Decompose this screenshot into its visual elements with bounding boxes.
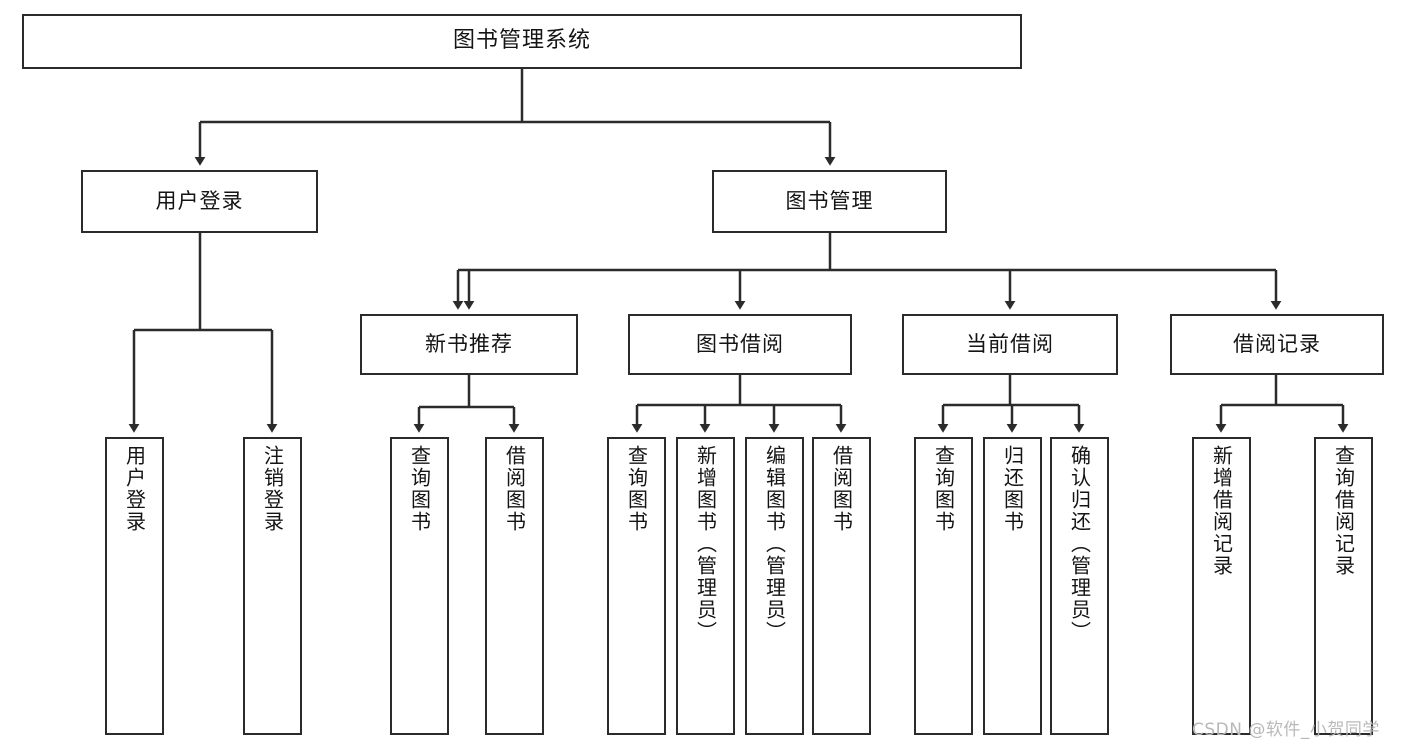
node-book-borrow[interactable]: 图书借阅 — [628, 314, 852, 375]
leaf-label: 用户登录 — [122, 445, 147, 533]
leaf-borrow-add-book-admin[interactable]: 新增图书（管理员） — [676, 437, 735, 735]
leaf-label: 编辑图书（管理员） — [762, 445, 787, 643]
leaf-label: 借阅图书 — [829, 445, 854, 533]
leaf-label: 借阅图书 — [502, 445, 527, 533]
leaf-label: 查询图书 — [407, 445, 432, 533]
node-borrow-record[interactable]: 借阅记录 — [1170, 314, 1384, 375]
leaf-recommend-borrow-book[interactable]: 借阅图书 — [485, 437, 544, 735]
leaf-user-login-login[interactable]: 用户登录 — [105, 437, 164, 735]
leaf-current-query-book[interactable]: 查询图书 — [914, 437, 973, 735]
node-book-management[interactable]: 图书管理 — [712, 170, 947, 233]
node-user-login[interactable]: 用户登录 — [81, 170, 318, 233]
csdn-watermark: CSDN @软件_小贺同学 — [1192, 720, 1380, 740]
leaf-label: 查询图书 — [624, 445, 649, 533]
leaf-borrow-borrow-book[interactable]: 借阅图书 — [812, 437, 871, 735]
leaf-label: 新增图书（管理员） — [693, 445, 718, 643]
leaf-current-confirm-return-admin[interactable]: 确认归还（管理员） — [1050, 437, 1109, 735]
leaf-borrow-edit-book-admin[interactable]: 编辑图书（管理员） — [745, 437, 804, 735]
leaf-label: 查询借阅记录 — [1331, 445, 1356, 577]
node-current-borrow[interactable]: 当前借阅 — [902, 314, 1118, 375]
leaf-current-return-book[interactable]: 归还图书 — [983, 437, 1042, 735]
leaf-record-add-record[interactable]: 新增借阅记录 — [1192, 437, 1251, 735]
leaf-label: 新增借阅记录 — [1209, 445, 1234, 577]
leaf-borrow-query-book[interactable]: 查询图书 — [607, 437, 666, 735]
leaf-user-login-logout[interactable]: 注销登录 — [243, 437, 302, 735]
leaf-record-query-record[interactable]: 查询借阅记录 — [1314, 437, 1373, 735]
leaf-recommend-query-book[interactable]: 查询图书 — [390, 437, 449, 735]
leaf-label: 确认归还（管理员） — [1067, 445, 1092, 643]
leaf-label: 注销登录 — [260, 445, 285, 533]
node-new-book-recommend[interactable]: 新书推荐 — [360, 314, 578, 375]
leaf-label: 归还图书 — [1000, 445, 1025, 533]
leaf-label: 查询图书 — [931, 445, 956, 533]
node-root-system[interactable]: 图书管理系统 — [22, 14, 1022, 69]
